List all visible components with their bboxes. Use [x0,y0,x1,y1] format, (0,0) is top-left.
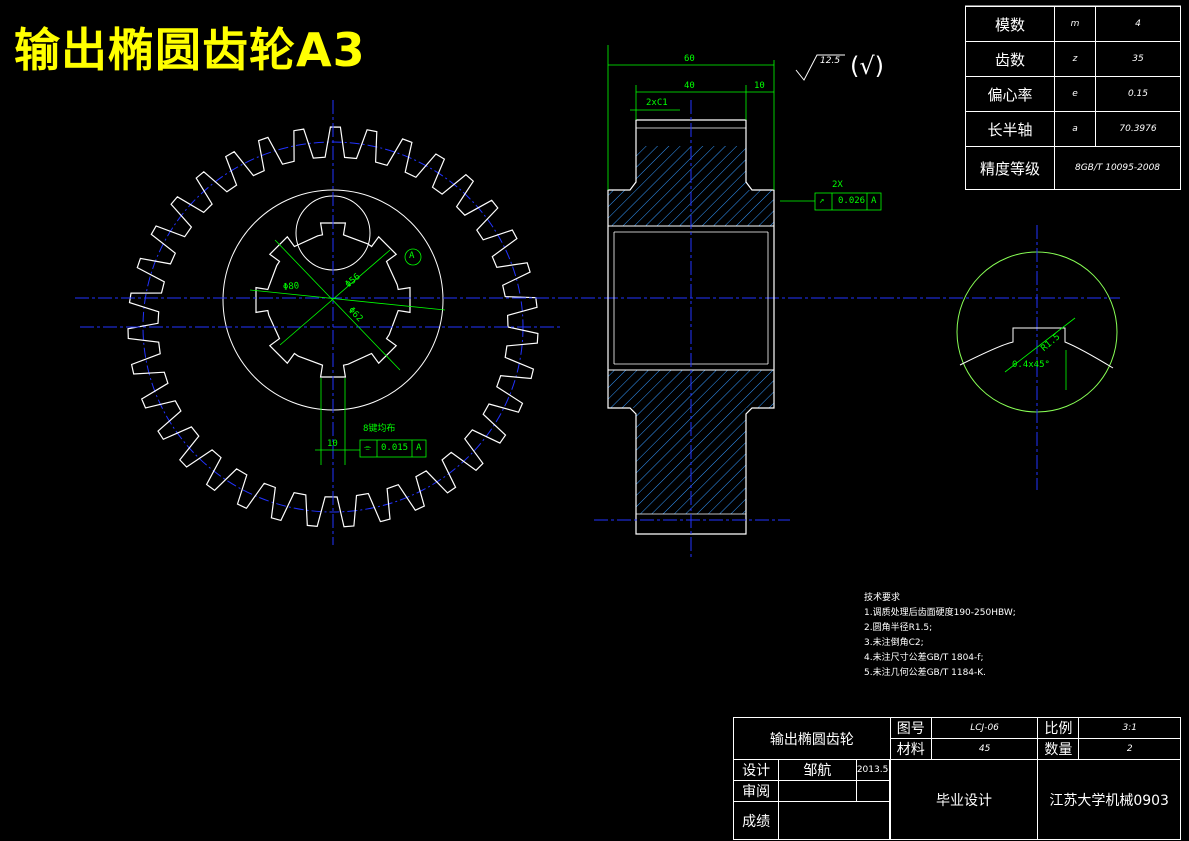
param-label: 齿数 [965,41,1055,77]
gear-teeth-outline [127,126,539,528]
dia-80-label: Φ80 [282,281,300,293]
part-name: 输出椭圆齿轮 [733,717,891,760]
runout-icon: ↗ [819,196,825,206]
param-row: 模数 m 4 [965,6,1181,42]
symmetry-icon: ⌯ [364,443,372,453]
material-label: 材料 [889,738,932,760]
dim-60: 60 [684,54,695,64]
param-value: 70.3976 [1095,111,1181,147]
review-date [855,780,890,802]
qty-label: 数量 [1037,738,1080,760]
sym-tol-frame [359,439,427,458]
title-block: 输出椭圆齿轮 图号 LCJ-06 比例 3:1 材料 45 数量 2 设计 邹航… [732,717,1181,840]
chamfer-label: 2xC1 [646,98,668,108]
param-label: 长半轴 [965,111,1055,147]
tech-item: 2.圆角半径R1.5; [864,623,933,633]
dim-10: 10 [754,81,765,91]
detail-chamfer: 0.4x45° [1012,360,1050,370]
dim-40: 40 [684,81,695,91]
param-row: 精度等级 8GB/T 10095-2008 [965,146,1181,190]
param-label: 偏心率 [965,76,1055,112]
scale-label: 比例 [1037,717,1080,739]
roughness-symbol [795,54,845,81]
key-width-dim: 10 [327,439,338,449]
param-symbol: m [1054,6,1096,42]
param-value: 4 [1095,6,1181,42]
scale-value: 3:1 [1078,717,1181,739]
runout-frame [814,192,882,211]
tech-item: 1.调质处理后齿面硬度190-250HBW; [864,608,1016,618]
gear-front-view [75,100,1120,545]
param-value: 8GB/T 10095-2008 [1054,146,1181,190]
dim-line-80 [249,289,446,311]
tech-heading: 技术要求 [864,593,901,603]
material-value: 45 [930,738,1039,760]
symmetry-tolerance: 0.015 [381,443,409,453]
symmetry-datum: A [416,443,422,453]
runout-tolerance: 0.026 [838,196,866,206]
detail-leader [1004,317,1076,373]
school-name: 江苏大学机械0903 [1037,759,1181,840]
tech-item: 3.未注倒角C2; [864,638,924,648]
roughness-other: (√) [850,52,885,80]
param-symbol: z [1054,41,1096,77]
design-date: 2013.5 [855,759,890,781]
param-symbol: e [1054,76,1096,112]
dim-line-62 [274,239,401,371]
runout-count: 2X [832,180,843,190]
qty-value: 2 [1078,738,1181,760]
param-row: 齿数 z 35 [965,41,1181,77]
runout-datum: A [871,196,877,206]
spline-bore-outline [255,222,411,378]
project-name: 毕业设计 [889,759,1039,840]
gear-section-view [594,45,882,560]
design-label: 设计 [732,759,780,781]
datum-a-label: A [409,251,415,261]
drawing-no: LCJ-06 [930,717,1039,739]
param-value: 35 [1095,41,1181,77]
param-value: 0.15 [1095,76,1181,112]
score-value [778,801,890,840]
roughness-value: 12.5 [820,56,841,66]
dim-line-56 [279,249,391,346]
review-label: 审阅 [732,780,780,802]
param-row: 偏心率 e 0.15 [965,76,1181,112]
score-label: 成绩 [732,801,780,840]
drawing-no-label: 图号 [889,717,932,739]
review-value [778,780,857,802]
tech-item: 5.未注几何公差GB/T 1184-K. [864,668,987,678]
param-label: 模数 [965,6,1055,42]
tech-item: 4.未注尺寸公差GB/T 1804-f; [864,653,984,663]
param-symbol: a [1054,111,1096,147]
tech-requirements: 技术要求 1.调质处理后齿面硬度190-250HBW; 2.圆角半径R1.5; … [864,591,1016,681]
designer-name: 邹航 [778,759,857,781]
datum-a-circle [404,248,422,266]
drawing-title: 输出椭圆齿轮A3 [14,23,366,77]
gear-param-table: 模数 m 4 齿数 z 35 偏心率 e 0.15 长半轴 a 70.3976 … [965,6,1181,190]
param-row: 长半轴 a 70.3976 [965,111,1181,147]
detail-view [956,225,1118,490]
param-label: 精度等级 [965,146,1055,190]
detail-key-outline [959,327,1114,369]
keys-note: 8键均布 [363,424,396,434]
section-outline [607,119,775,535]
